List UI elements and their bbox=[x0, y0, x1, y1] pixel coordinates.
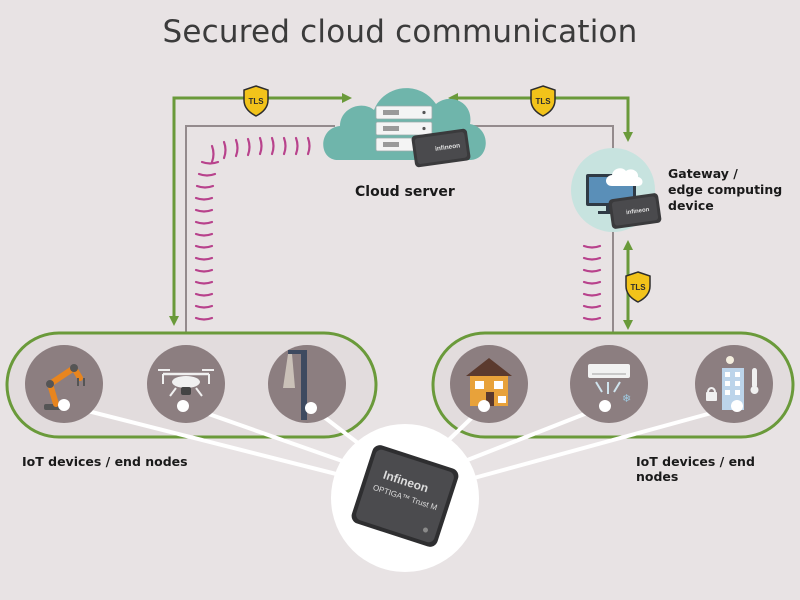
device-air-conditioner: ❄ bbox=[570, 345, 648, 423]
device-smart-home bbox=[450, 345, 528, 423]
secure-element-chip: Infineon OPTIGA™ Trust M bbox=[331, 424, 479, 572]
page-title: Secured cloud communication bbox=[162, 14, 638, 50]
tls-badge-gateway-text: TLS bbox=[630, 283, 646, 292]
street-lamp-icon bbox=[283, 350, 307, 420]
tls-badge-left-text: TLS bbox=[248, 97, 264, 106]
cloud-small-icon bbox=[606, 168, 643, 186]
node-right-2 bbox=[599, 400, 611, 412]
node-right-1 bbox=[478, 400, 490, 412]
iot-devices-left-label: IoT devices / end nodes bbox=[22, 454, 188, 469]
chip-gateway-brand: infineon bbox=[626, 207, 650, 216]
wireless-waves-left bbox=[194, 136, 311, 321]
node-left-1 bbox=[58, 399, 70, 411]
node-left-3 bbox=[305, 402, 317, 414]
tls-badge-left: TLS bbox=[243, 85, 269, 117]
cloud-server-label: Cloud server bbox=[355, 184, 455, 200]
tls-badge-right: TLS bbox=[530, 85, 556, 117]
node-right-3 bbox=[731, 400, 743, 412]
smart-building-icon bbox=[706, 356, 759, 410]
air-conditioner-icon: ❄ bbox=[588, 364, 631, 405]
chip-gateway: infineon bbox=[608, 193, 662, 229]
smart-home-icon bbox=[466, 358, 512, 406]
device-street-lamp bbox=[268, 345, 346, 423]
tls-badge-right-text: TLS bbox=[535, 97, 551, 106]
wireless-waves-right bbox=[582, 244, 602, 321]
svg-text:❄: ❄ bbox=[622, 393, 631, 405]
cloud-server: infineon bbox=[323, 88, 486, 168]
tls-badge-gateway: TLS bbox=[625, 271, 651, 303]
chip-cloud: infineon bbox=[411, 128, 471, 168]
gateway-label: Gateway / edge computing device bbox=[668, 166, 783, 213]
iot-devices-right-label: IoT devices / end nodes bbox=[636, 454, 755, 484]
chip-cloud-brand: infineon bbox=[435, 142, 461, 152]
gateway-device: infineon bbox=[571, 148, 662, 232]
device-robot-arm bbox=[25, 345, 103, 423]
device-drone bbox=[147, 345, 225, 423]
node-left-2 bbox=[177, 400, 189, 412]
drone-icon bbox=[158, 369, 214, 397]
device-smart-building bbox=[695, 345, 773, 423]
arrow-device-to-cloud bbox=[172, 93, 352, 320]
